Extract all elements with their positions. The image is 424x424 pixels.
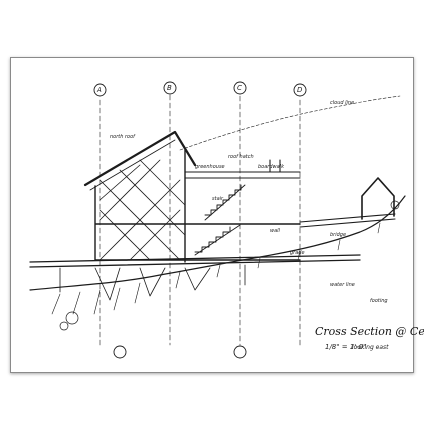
label-bridge: bridge (330, 232, 346, 238)
upper-floor (184, 159, 301, 179)
stair-lower (194, 224, 241, 256)
cloud-line (179, 95, 401, 151)
label-roof-hatch: roof hatch (228, 154, 254, 160)
drawing-subtitle: looking east (352, 344, 389, 351)
label-footing: footing (370, 298, 388, 304)
label-greenhouse: greenhouse (195, 164, 225, 170)
grid-lines (99, 94, 301, 346)
building-outline (94, 149, 301, 263)
hillside-terrain (29, 195, 406, 291)
label-boardwalk: boardwalk (258, 164, 285, 170)
foundation-struts (59, 264, 246, 301)
label-stair: stair (212, 196, 224, 202)
label-cloud-line: cloud line (330, 100, 354, 106)
hillside-hatching (51, 222, 381, 315)
label-wall: wall (270, 228, 281, 234)
bridge-deck (299, 213, 396, 228)
grid-marker-b: B (167, 84, 172, 92)
drawing-title: Cross Section @ Center Bay (315, 325, 424, 338)
lower-slab (29, 254, 361, 268)
grid-marker-d: D (297, 86, 303, 94)
roof-thickness (89, 139, 176, 191)
grid-markers (93, 81, 307, 359)
site-foliage (59, 200, 400, 331)
grid-marker-c: C (237, 84, 242, 92)
diagonal-bracing (99, 159, 186, 261)
stair-upper (204, 184, 246, 221)
label-north-roof: north roof (110, 134, 136, 140)
label-grade: grade (290, 250, 305, 256)
east-pavilion (361, 177, 395, 220)
north-roof (83, 130, 197, 187)
drawing-scale: 1/8" = 1'-0" (325, 343, 366, 351)
grid-marker-a: A (96, 86, 102, 94)
label-water-line: water line (330, 282, 355, 288)
